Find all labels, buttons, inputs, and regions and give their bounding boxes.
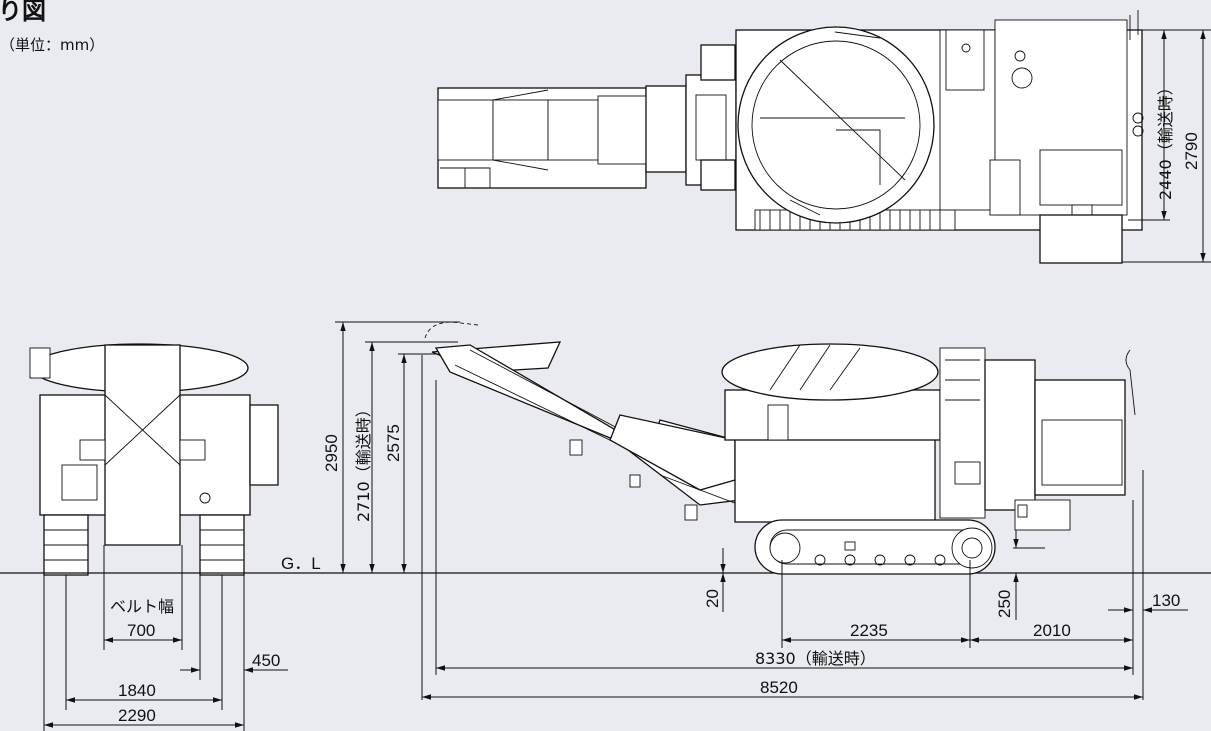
side-view xyxy=(424,321,1136,575)
dim-rear-overhang: 130 xyxy=(1152,591,1180,610)
dim-track-height: 250 xyxy=(995,590,1014,618)
top-view-dimensions: 2440（輸送時） 2790 xyxy=(1122,29,1211,263)
dim-height-feed: 2575 xyxy=(384,424,403,462)
unit-label: （単位：mm） xyxy=(0,36,105,54)
side-view-dimensions: 2950 2710（輸送時） 2575 20 250 2235 2010 130… xyxy=(322,321,1188,700)
dim-track-width: 450 xyxy=(252,651,280,670)
dim-rear-length: 2010 xyxy=(1033,621,1071,640)
top-hopper xyxy=(737,26,935,224)
dim-belt-width: 700 xyxy=(127,621,155,640)
dim-height-total: 2950 xyxy=(322,434,341,472)
dim-overall-width: 2290 xyxy=(118,706,156,725)
dim-track-span: 2235 xyxy=(850,621,888,640)
dim-track-center: 1840 xyxy=(118,681,156,700)
ground-label: G．L xyxy=(281,554,321,573)
page-title: り図 xyxy=(0,0,46,25)
dim-length-transport: 8330（輸送時） xyxy=(755,649,876,668)
dim-length-total: 8520 xyxy=(760,678,798,697)
belt-width-label: ベルト幅 xyxy=(110,597,174,616)
dim-height-transport: 2710（輸送時） xyxy=(354,401,373,522)
top-conveyor xyxy=(437,44,737,191)
top-view: 2440（輸送時） 2790 xyxy=(437,10,1211,264)
front-view xyxy=(29,343,279,576)
front-view-dimensions: ベルト幅 700 450 1840 2290 xyxy=(43,545,288,731)
dim-ground-clearance: 20 xyxy=(703,589,722,608)
dim-width-transport: 2440（輸送時） xyxy=(1156,79,1175,200)
dim-width-total: 2790 xyxy=(1182,132,1201,170)
